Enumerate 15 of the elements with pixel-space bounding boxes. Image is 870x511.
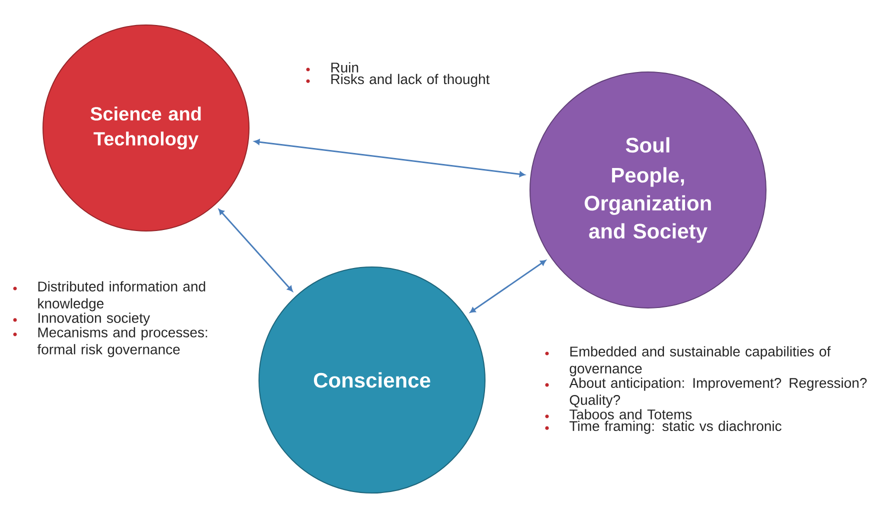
list-item: Mecanisms and processes: formal risk governance xyxy=(13,327,208,358)
list-item: About anticipation: Improvement? Regression? Quality? xyxy=(545,378,867,408)
circle-node: Science and Technology xyxy=(42,24,250,232)
circle-node: Conscience xyxy=(258,266,486,494)
list-item: Taboos and Totems xyxy=(545,409,692,420)
list-item: Ruin xyxy=(306,62,358,72)
list-item: Embedded and sustainable capabilities of governance xyxy=(545,346,831,376)
arrow xyxy=(218,208,293,292)
list-item: Innovation society xyxy=(13,312,150,326)
list-item: Distributed information and knowledge xyxy=(13,281,206,312)
arrow xyxy=(470,260,546,313)
circle-node: Soul People, Organization and Society xyxy=(530,72,766,308)
arrow xyxy=(254,139,525,177)
list-item: Time framing: static vs diachronic xyxy=(545,420,782,434)
list-item: Risks and lack of thought xyxy=(306,74,490,87)
